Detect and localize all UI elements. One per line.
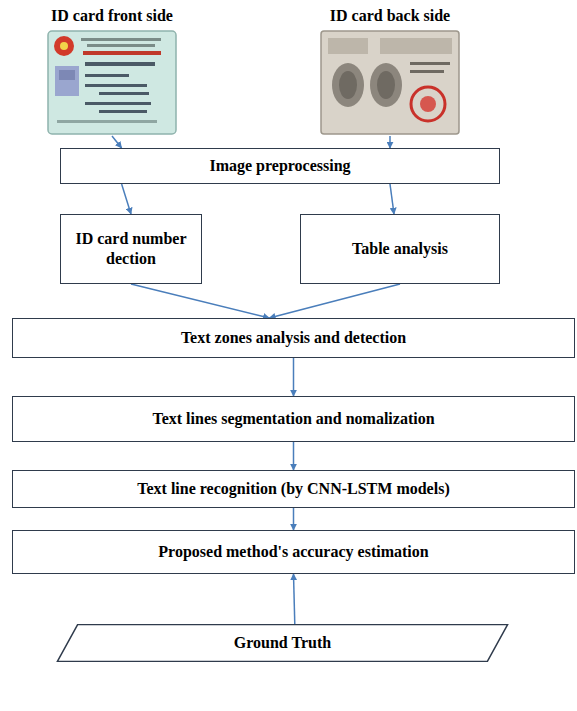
- flow-arrow: [293, 442, 295, 470]
- card-front-node: ID card front side: [22, 6, 202, 136]
- flow-arrow: [389, 136, 391, 148]
- picture-heading: ID card back side: [330, 6, 450, 26]
- flow-arrow: [390, 184, 394, 214]
- box-label: Table analysis: [352, 239, 448, 259]
- flow-arrow: [294, 574, 295, 624]
- parallelogram-shape: [57, 624, 507, 661]
- flow-arrow: [122, 184, 131, 214]
- box-label: Text lines segmentation and nomalization: [152, 409, 434, 429]
- flow-arrow: [293, 358, 295, 396]
- card-back-node: ID card back side: [300, 6, 480, 136]
- box-label: Text line recognition (by CNN-LSTM model…: [137, 479, 449, 499]
- picture-heading: ID card front side: [51, 6, 173, 26]
- box-label: Proposed method's accuracy estimation: [158, 542, 428, 562]
- id-card-front-picture: [47, 30, 177, 135]
- id-card-back-picture: [320, 30, 460, 135]
- box-label: Text zones analysis and detection: [181, 328, 406, 348]
- process-box: Proposed method's accuracy estimation: [12, 530, 575, 574]
- data-parallelogram: Ground Truth: [55, 624, 510, 662]
- box-label: Ground Truth: [234, 633, 331, 653]
- process-box: ID card number dection: [60, 214, 202, 284]
- process-box: Table analysis: [300, 214, 500, 284]
- box-label: ID card number dection: [69, 229, 193, 269]
- process-box: Image preprocessing: [60, 148, 500, 184]
- flow-arrow: [112, 136, 122, 148]
- flow-arrow: [293, 508, 295, 530]
- flow-arrow: [131, 284, 269, 318]
- flow-arrow: [269, 284, 400, 318]
- process-box: Text zones analysis and detection: [12, 318, 575, 358]
- box-label: Image preprocessing: [209, 156, 350, 176]
- process-box: Text lines segmentation and nomalization: [12, 396, 575, 442]
- process-box: Text line recognition (by CNN-LSTM model…: [12, 470, 575, 508]
